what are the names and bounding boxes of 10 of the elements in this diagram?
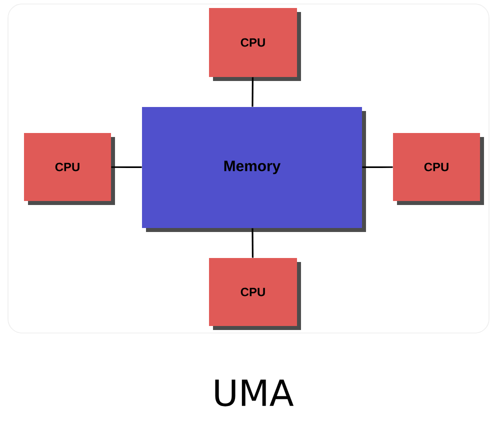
caption: UMA — [215, 380, 294, 406]
cpu-box: CPU — [209, 258, 301, 330]
connector-line — [111, 166, 142, 168]
connector-line — [362, 166, 393, 168]
connector-line — [252, 228, 254, 258]
memory-box: Memory — [142, 107, 366, 232]
cpu-box: CPU — [209, 8, 301, 81]
connector-line — [252, 77, 254, 107]
cpu-box: CPU — [24, 133, 115, 205]
cpu-box: CPU — [393, 133, 484, 205]
